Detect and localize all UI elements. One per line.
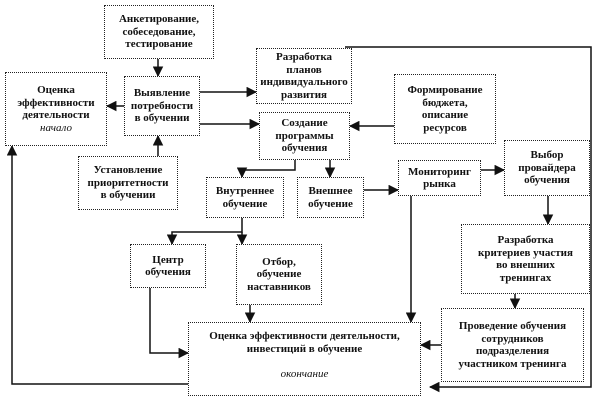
arrow-programs-to-internal xyxy=(236,160,296,179)
priority-line-2: приоритетности xyxy=(87,176,169,189)
conduct-box: Проведение обучения сотрудников подразде… xyxy=(441,308,584,382)
conduct-line-1: Проведение обучения xyxy=(458,320,567,332)
arrow-ipr-to-final xyxy=(345,46,592,393)
priority-line-1: Установление xyxy=(93,164,163,177)
budget-line-4: ресурсов xyxy=(423,121,467,134)
external-box: Внешнее обучение xyxy=(297,177,364,218)
internal-line-2: обучение xyxy=(222,197,268,210)
mentors-line-1: Отбор, xyxy=(262,255,296,268)
survey-box: Анкетирование, собеседование, тестирован… xyxy=(104,5,214,59)
arrow-final-to-evaluation xyxy=(6,144,188,385)
needs-line-1: Выявление xyxy=(133,87,191,100)
arrow-internal-to-center xyxy=(166,218,243,246)
programs-line-3: обучения xyxy=(281,142,328,155)
provider-line-2: провайдера xyxy=(518,161,576,174)
monitoring-box: Мониторинг рынка xyxy=(398,160,481,196)
budget-line-3: описание xyxy=(421,109,469,121)
criteria-line-1: Разработка xyxy=(497,234,554,246)
survey-line-1: Анкетирование, xyxy=(118,13,200,26)
budget-line-1: Формирование xyxy=(407,84,483,96)
needs-line-3: в обучении xyxy=(134,112,190,125)
external-line-1: Внешнее xyxy=(308,185,353,197)
criteria-box: Разработка критериев участия во внешних … xyxy=(461,224,590,294)
arrow-center-to-final xyxy=(149,288,190,359)
evaluation-line-2: эффективности xyxy=(17,96,95,109)
mentors-box: Отбор, обучение наставников xyxy=(236,244,322,305)
provider-box: Выбор провайдера обучения xyxy=(504,140,590,196)
evaluation-line-3: деятельности xyxy=(22,109,90,121)
survey-line-2: собеседование, xyxy=(122,25,196,38)
final-line-1: Оценка эффективности деятельности, xyxy=(209,330,400,342)
criteria-line-2: критериев участия xyxy=(478,246,573,259)
survey-line-3: тестирование xyxy=(125,38,193,51)
internal-line-1: Внутреннее xyxy=(215,185,275,197)
start-label: начало xyxy=(40,121,72,134)
ipr-box: Разработка планов индивидуального развит… xyxy=(256,48,352,104)
monitoring-line-1: Мониторинг xyxy=(408,165,471,178)
end-label: окончание xyxy=(280,368,329,380)
conduct-line-2: сотрудников xyxy=(481,332,544,345)
provider-line-3: обучения xyxy=(524,174,570,187)
monitoring-line-2: рынка xyxy=(423,178,456,190)
programs-box: Создание программы обучения xyxy=(259,112,350,160)
needs-line-2: потребности xyxy=(130,99,194,112)
criteria-line-4: тренингах xyxy=(499,271,552,284)
ipr-line-3: развития xyxy=(280,88,327,101)
internal-box: Внутреннее обучение xyxy=(206,177,284,218)
center-line-1: Центр xyxy=(152,253,184,266)
mentors-line-3: наставников xyxy=(247,280,311,293)
programs-line-1: Создание xyxy=(281,117,328,130)
ipr-line-1: Разработка планов xyxy=(275,51,333,76)
provider-line-1: Выбор xyxy=(530,149,564,162)
mentors-line-2: обучение xyxy=(256,268,302,281)
external-line-2: обучение xyxy=(308,197,353,210)
budget-line-2: бюджета, xyxy=(422,96,468,109)
final-line-2: инвестиций в обучение xyxy=(246,342,363,355)
needs-box: Выявление потребности в обучении xyxy=(124,76,200,136)
priority-box: Установление приоритетности в обучении xyxy=(78,156,178,210)
budget-box: Формирование бюджета, описание ресурсов xyxy=(394,74,496,144)
priority-line-3: в обучении xyxy=(100,189,156,202)
evaluation-start-box: Оценка эффективности деятельности начало xyxy=(5,72,107,146)
conduct-line-3: подразделения xyxy=(475,345,550,357)
center-line-2: обучения xyxy=(145,266,191,278)
ipr-line-2: индивидуального xyxy=(260,76,348,88)
programs-line-2: программы xyxy=(275,129,334,142)
conduct-line-4: участником тренинга xyxy=(458,357,567,370)
criteria-line-3: во внешних xyxy=(496,259,555,271)
evaluation-line-1: Оценка xyxy=(37,84,75,96)
center-box: Центр обучения xyxy=(130,244,206,288)
final-evaluation-box: Оценка эффективности деятельности, инвес… xyxy=(188,322,421,396)
